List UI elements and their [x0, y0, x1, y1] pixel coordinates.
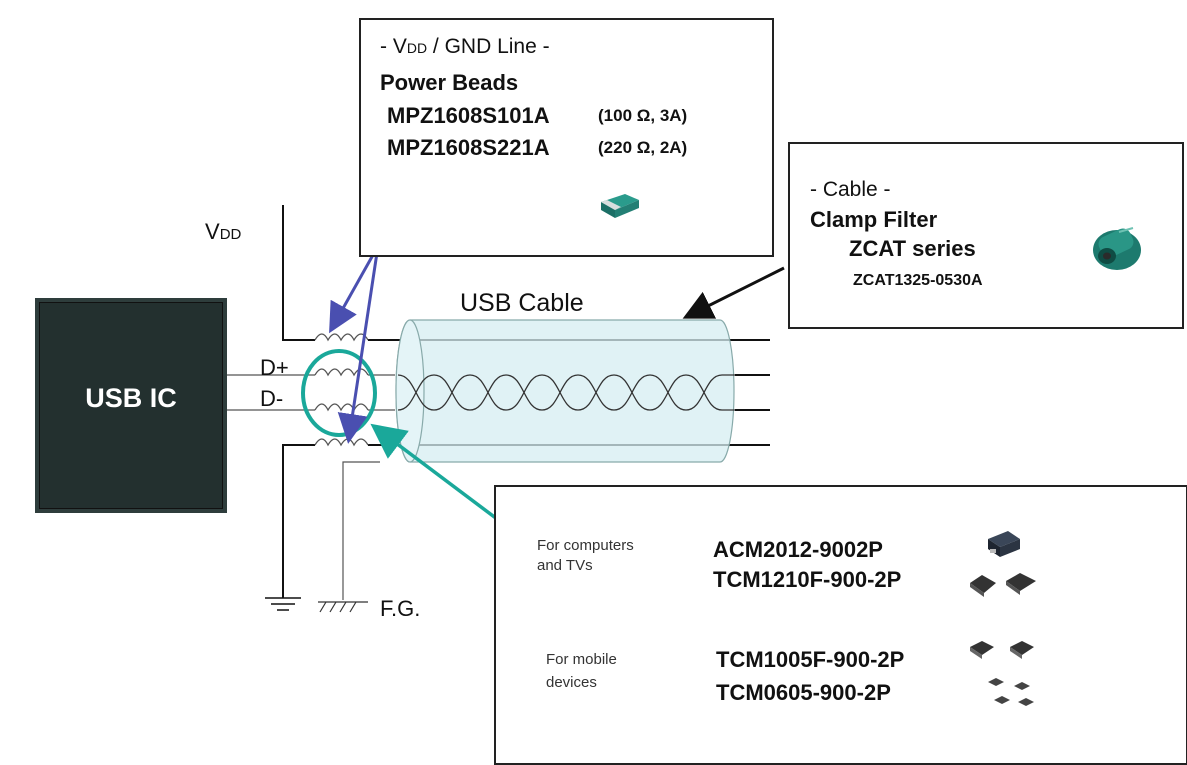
cm-group-2-label-line2: devices [546, 674, 597, 691]
gnd-line [282, 444, 315, 598]
usb-cable-label: USB Cable [460, 289, 584, 317]
ground-symbol [265, 597, 301, 611]
common-mode-highlight [301, 349, 377, 437]
cable-box-series: ZCAT series [849, 236, 976, 261]
cm-group-2-label-line1: For mobile [546, 651, 617, 668]
frame-ground-symbol [318, 601, 368, 613]
dminus-label: D- [260, 386, 284, 411]
cm-group-1-part-2: TCM1210F-900-2P [713, 567, 902, 592]
cm-group-1-label-line2: and TVs [537, 557, 593, 574]
cm-group-1-label-line1: For computers [537, 537, 634, 554]
power-box-heading: - VDD / GND Line - [380, 35, 550, 58]
cm-group-1-part-1: ACM2012-9002P [713, 537, 883, 562]
vdd-label: VDD [205, 219, 242, 244]
clamp-filter-image [1093, 227, 1141, 270]
power-bead-arrow-bottom [337, 245, 380, 444]
fg-line [342, 461, 380, 600]
vdd-line [282, 205, 315, 341]
usb-ic-label: USB IC [85, 383, 177, 413]
tcm1210-chip-image [970, 573, 1036, 597]
common-mode-filter-dminus [314, 403, 369, 412]
power-bead-vdd [314, 333, 369, 342]
usb-ic-block: USB IC [35, 298, 227, 513]
power-beads-box: - VDD / GND Line - Power Beads MPZ1608S1… [359, 18, 774, 257]
acm2012-chip-image [988, 531, 1020, 557]
power-bead-gnd [314, 438, 369, 447]
cable-box-part: ZCAT1325-0530A [853, 272, 983, 289]
power-bead-spec-2: (220 Ω, 2A) [598, 138, 688, 157]
common-mode-arrow [370, 423, 519, 536]
power-box-title: Power Beads [380, 70, 519, 95]
power-bead-part-1: MPZ1608S101A [387, 103, 550, 128]
power-bead-part-2: MPZ1608S221A [387, 135, 550, 160]
common-mode-filter-box: For computers and TVs ACM2012-9002P TCM1… [494, 485, 1187, 765]
cable-box-heading: - Cable - [810, 178, 891, 201]
clamp-filter-arrow [682, 266, 785, 319]
dplus-label: D+ [260, 355, 289, 380]
usb-cable-shape [395, 319, 735, 463]
cm-group-2-part-2: TCM0605-900-2P [716, 680, 891, 705]
cable-box-title: Clamp Filter [810, 207, 938, 232]
power-bead-arrow-top [329, 245, 380, 334]
fg-label: F.G. [380, 596, 421, 621]
cm-group-2-part-1: TCM1005F-900-2P [716, 647, 905, 672]
clamp-filter-box: - Cable - Clamp Filter ZCAT series ZCAT1… [788, 142, 1184, 329]
tcm1005-chip-image [970, 641, 1034, 659]
power-bead-chip-image [601, 194, 639, 218]
power-bead-spec-1: (100 Ω, 3A) [598, 106, 688, 125]
tcm0605-chip-image [988, 678, 1034, 706]
